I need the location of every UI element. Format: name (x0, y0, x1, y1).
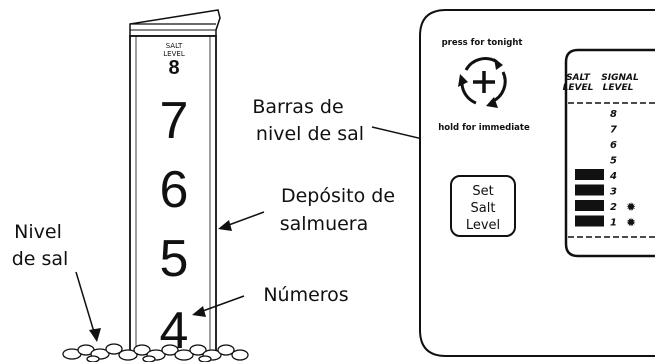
set-salt-level-button[interactable]: Set Salt Level (450, 175, 516, 237)
level-number-8: 8 (610, 109, 617, 120)
level-number-3: 3 (610, 187, 617, 198)
numbers-label: Números (263, 284, 348, 306)
tube-number-5: 5 (160, 230, 189, 288)
salt-level-header-2: LEVEL (563, 83, 594, 93)
set-button-label-2: Salt (471, 201, 496, 216)
salt-bars-label-2: nivel de sal (256, 123, 364, 145)
press-for-tonight-text: press for tonight (442, 38, 523, 48)
brine-tank-label-1: Depósito de (281, 185, 395, 207)
signal-light-icon: ✹ (626, 200, 636, 214)
tube-number-8: 8 (168, 57, 179, 79)
signal-level-header-2: LEVEL (603, 83, 634, 93)
cycle-arrow-icon (486, 97, 498, 108)
salt-level-label-1: Nivel (14, 221, 62, 243)
set-button-label-3: Level (466, 218, 500, 233)
salt-level-bar-2 (575, 200, 604, 211)
salt-level-header-1: SALT (566, 73, 591, 83)
level-number-4: 4 (609, 171, 617, 182)
brine-tank-arrow (218, 211, 265, 231)
set-button-label-1: Set (472, 184, 493, 199)
brine-tank-label-2: salmuera (280, 213, 369, 235)
salt-pile (62, 343, 249, 362)
signal-level-header-1: SIGNAL (601, 73, 639, 83)
hold-for-immediate-text: hold for immediate (438, 123, 530, 133)
tube-number-7: 7 (160, 92, 189, 150)
cycle-arrow-icon (458, 74, 468, 87)
salt-bars-label-1: Barras de (252, 96, 343, 118)
level-number-2: 2 (610, 202, 617, 213)
brine-tank-tube: SALT LEVEL 8 7 6 5 4 (129, 9, 221, 360)
tube-body (129, 35, 217, 355)
tube-cap (129, 9, 221, 37)
salt-level-bar-1 (575, 215, 604, 227)
salt-level-bar-4 (575, 169, 604, 180)
tube-level-label: LEVEL (163, 50, 185, 58)
cycle-arrow-icon (494, 58, 503, 70)
plus-button[interactable] (458, 57, 507, 108)
tube-number-6: 6 (160, 161, 189, 219)
signal-light-icon: ✹ (626, 216, 636, 230)
level-display: SALT LEVEL SIGNAL LEVEL 8 7 6 5 4 3 2 ✹ 1 ✹ (563, 48, 655, 258)
salt-level-bar-3 (575, 184, 604, 196)
level-number-7: 7 (610, 125, 617, 136)
tube-salt-label: SALT (166, 42, 183, 50)
salt-level-label-2: de sal (12, 248, 69, 270)
numbers-arrow (192, 295, 245, 317)
level-number-5: 5 (610, 156, 617, 167)
level-number-1: 1 (610, 218, 617, 229)
level-number-6: 6 (610, 140, 617, 151)
salt-level-arrow (75, 271, 101, 342)
